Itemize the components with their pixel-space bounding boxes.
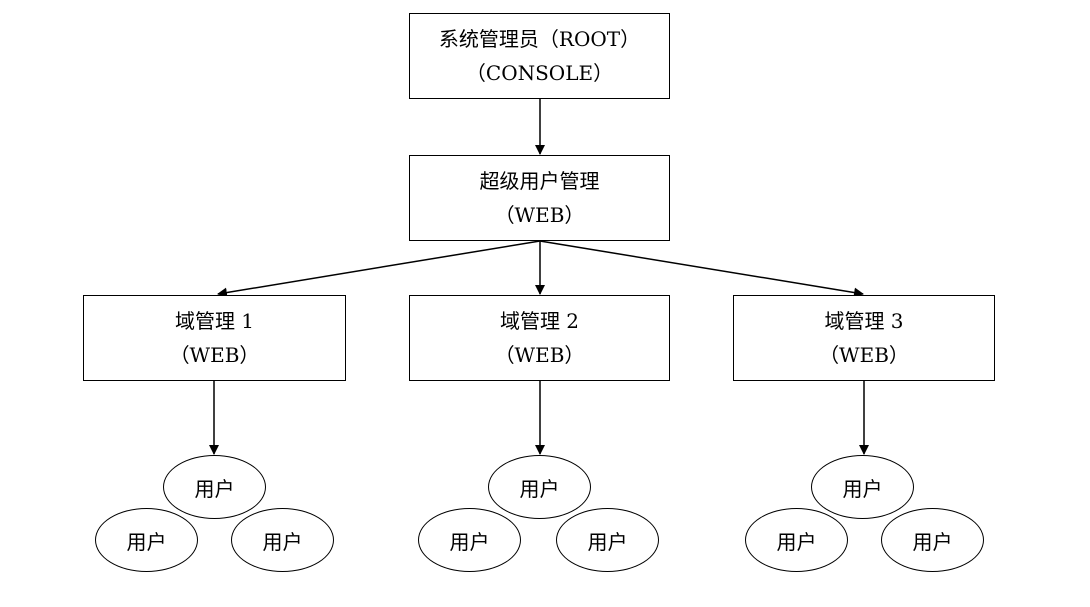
user-node: 用户 <box>556 508 659 572</box>
user-node: 用户 <box>881 508 984 572</box>
domain-title: 域管理 3 <box>824 309 904 333</box>
root-admin-subtitle: （CONSOLE） <box>465 61 614 85</box>
root-admin-box: 系统管理员（ROOT） （CONSOLE） <box>409 13 670 99</box>
super-user-subtitle: （WEB） <box>494 203 585 227</box>
domain-subtitle: （WEB） <box>819 343 909 367</box>
super-user-title: 超级用户管理 <box>479 169 600 193</box>
domain-title: 域管理 2 <box>499 309 580 333</box>
user-node: 用户 <box>418 508 521 572</box>
arrow-super-to-domain-1 <box>217 240 541 298</box>
domain-title: 域管理 1 <box>174 309 255 333</box>
domain-subtitle: （WEB） <box>494 343 585 367</box>
domain-box-3: 域管理 3 （WEB） <box>733 295 995 381</box>
super-user-box: 超级用户管理 （WEB） <box>409 155 670 241</box>
root-admin-title: 系统管理员（ROOT） <box>438 27 641 51</box>
user-node: 用户 <box>95 508 198 572</box>
user-node: 用户 <box>488 455 591 519</box>
user-node: 用户 <box>745 508 848 572</box>
arrow-super-to-domain-3 <box>539 240 864 298</box>
user-node: 用户 <box>811 455 914 519</box>
domain-subtitle: （WEB） <box>169 343 260 367</box>
user-node: 用户 <box>163 455 266 519</box>
user-node: 用户 <box>231 508 334 572</box>
domain-box-1: 域管理 1 （WEB） <box>83 295 346 381</box>
domain-box-2: 域管理 2 （WEB） <box>409 295 670 381</box>
